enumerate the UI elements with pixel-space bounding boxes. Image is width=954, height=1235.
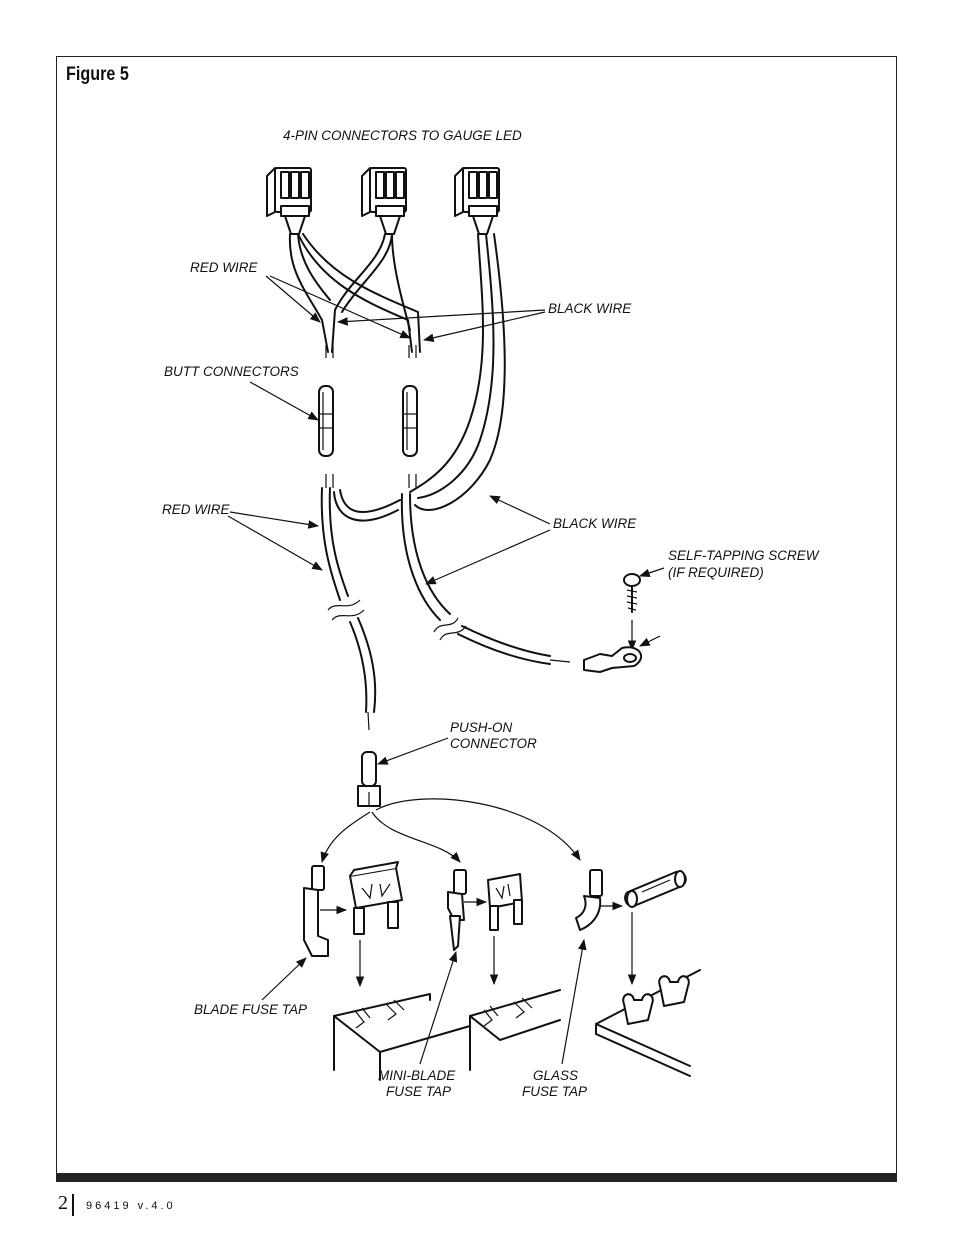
pin-connector-1 xyxy=(266,167,312,235)
page-number: 2 xyxy=(58,1192,68,1214)
document-code: 96419 v.4.0 xyxy=(86,1200,176,1212)
lower-wires xyxy=(320,474,571,731)
self-tapping-screw xyxy=(623,573,641,652)
red-wire-bottom-label: RED WIRE xyxy=(162,502,230,517)
pin-connector-3 xyxy=(454,167,500,235)
pin-connectors-label: 4-PIN CONNECTORS TO GAUGE LED xyxy=(283,128,522,143)
black-wire-bottom-label: BLACK WIRE xyxy=(553,516,637,531)
screw-label-line1: SELF-TAPPING SCREW xyxy=(668,548,820,563)
footer-bar xyxy=(56,1174,897,1182)
butt-connectors-label: BUTT CONNECTORS xyxy=(164,364,299,379)
ring-terminal xyxy=(583,635,661,673)
mini-blade-label-line2: FUSE TAP xyxy=(386,1084,451,1099)
page-number-divider xyxy=(72,1194,74,1216)
top-wires xyxy=(288,233,506,511)
glass-fuse-tap xyxy=(575,869,624,931)
red-wire-top-label: RED WIRE xyxy=(190,260,258,275)
wire-break-marks xyxy=(327,599,467,641)
fuse-block-1 xyxy=(333,993,471,1081)
butt-connector-1 xyxy=(318,385,334,457)
black-wire-top-label: BLACK WIRE xyxy=(548,301,632,316)
push-on-label-line1: PUSH-ON xyxy=(450,720,513,735)
glass-fuse xyxy=(624,870,687,986)
mini-blade-label-line1: MINI-BLADE xyxy=(378,1068,456,1083)
branch-arrows xyxy=(320,798,581,864)
blade-fuse xyxy=(349,861,403,988)
figure-title: Figure 5 xyxy=(66,64,129,85)
mini-blade-fuse-tap xyxy=(447,869,488,951)
butt-connector-2 xyxy=(402,385,418,457)
screw-label-line2: (IF REQUIRED) xyxy=(668,565,764,580)
mini-blade-fuse xyxy=(487,873,523,986)
glass-label-line2: FUSE TAP xyxy=(522,1084,587,1099)
pin-connector-2 xyxy=(361,167,407,235)
push-on-label-line2: CONNECTOR xyxy=(450,736,537,751)
figure-frame xyxy=(56,56,897,1174)
glass-label-line1: GLASS xyxy=(533,1068,578,1083)
fuse-block-2 xyxy=(469,989,561,1071)
fuse-block-3 xyxy=(595,969,701,1077)
blade-fuse-tap-label: BLADE FUSE TAP xyxy=(194,1002,307,1017)
blade-fuse-tap xyxy=(303,865,348,957)
push-on-connector xyxy=(357,751,381,807)
